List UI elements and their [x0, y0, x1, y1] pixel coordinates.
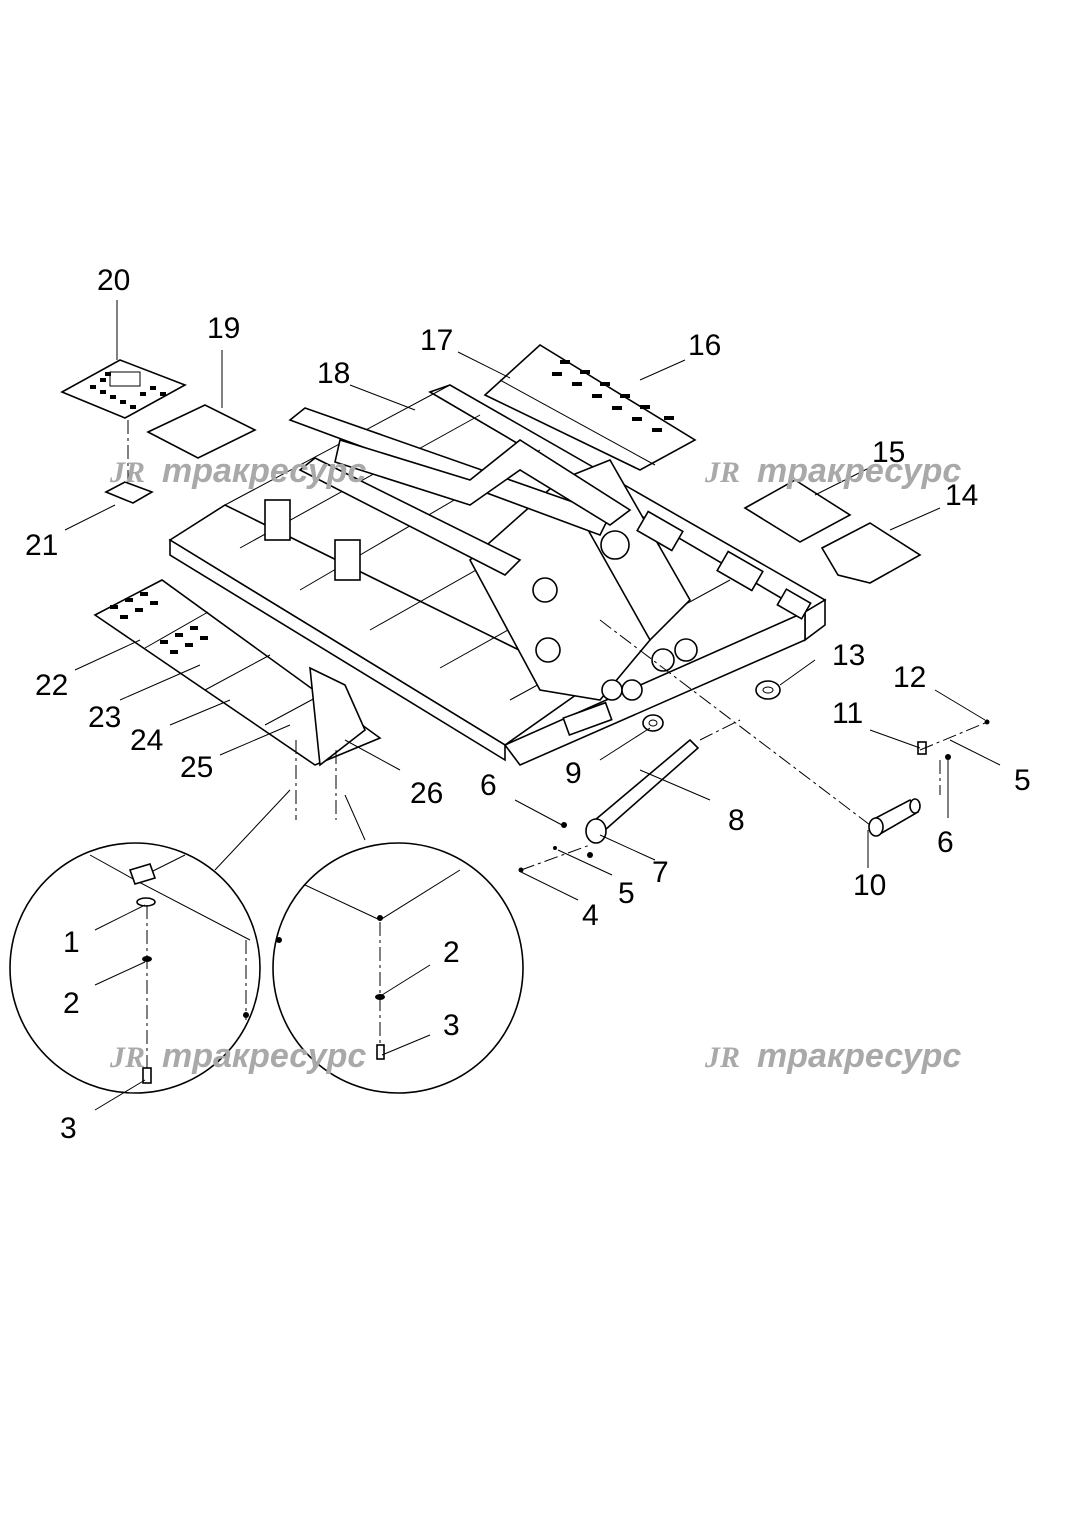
center-lines: [295, 619, 986, 871]
callout-5-left: 5: [618, 877, 635, 910]
callout-24: 24: [130, 724, 163, 757]
pin-10: [868, 798, 921, 837]
watermark-2: JR тракресурс: [704, 452, 961, 490]
callout-10: 10: [853, 869, 886, 902]
watermark-text: тракресурс: [162, 452, 366, 490]
callout-17: 17: [420, 324, 453, 357]
callout-2-right: 2: [443, 936, 460, 969]
callout-1: 1: [63, 926, 80, 959]
covers-22-26: [93, 579, 382, 767]
callout-23: 23: [88, 701, 121, 734]
leader-lines: [64, 300, 1001, 1111]
cover-14: [820, 522, 922, 584]
callout-16: 16: [688, 329, 721, 362]
cover-16: [483, 344, 697, 471]
cover-19: [146, 404, 257, 459]
main-frame: [168, 384, 827, 766]
callout-2-left: 2: [63, 987, 80, 1020]
cover-21: [104, 420, 154, 504]
pin-8: [585, 738, 700, 844]
watermark-1: JR тракресурс: [109, 452, 366, 490]
watermark-logo: JR: [704, 1041, 740, 1074]
callout-14: 14: [945, 479, 978, 512]
callout-4: 4: [582, 899, 599, 932]
callout-19: 19: [207, 312, 240, 345]
watermark-4: JR тракресурс: [704, 1037, 961, 1075]
callout-7: 7: [652, 856, 669, 889]
callout-3-left: 3: [60, 1112, 77, 1145]
callout-9: 9: [565, 757, 582, 790]
callout-22: 22: [35, 669, 68, 702]
small-hardware: [518, 719, 990, 873]
callout-15: 15: [872, 436, 905, 469]
washer-13: [755, 680, 781, 700]
callout-21: 21: [25, 529, 58, 562]
watermark-text: тракресурс: [757, 1037, 961, 1075]
callout-20: 20: [97, 264, 130, 297]
callout-11: 11: [832, 697, 863, 730]
callout-13: 13: [832, 639, 865, 672]
watermark-3: JR тракресурс: [109, 1037, 366, 1075]
watermark-text: тракресурс: [162, 1037, 366, 1075]
watermark-logo: JR: [109, 1041, 145, 1074]
callout-5-right: 5: [1014, 764, 1031, 797]
watermark-text: тракресурс: [757, 452, 961, 490]
callout-25: 25: [180, 751, 213, 784]
callout-8: 8: [728, 804, 745, 837]
cover-20: [60, 359, 187, 419]
detail-view-right: [272, 794, 524, 1094]
callout-6-right: 6: [937, 826, 954, 859]
callout-12: 12: [893, 661, 926, 694]
watermark-logo: JR: [109, 456, 145, 489]
callout-6-left: 6: [480, 769, 497, 802]
cover-15: [743, 479, 852, 543]
detail-view-left: [9, 789, 291, 1094]
callout-18: 18: [317, 357, 350, 390]
callout-26: 26: [410, 777, 443, 810]
watermark-logo: JR: [704, 456, 740, 489]
callout-3-right: 3: [443, 1009, 460, 1042]
callout-labels: 20 19 18 17 16 15 14 21 22 23 24 25 26 1…: [25, 264, 1031, 1145]
washer-9: [642, 714, 664, 732]
